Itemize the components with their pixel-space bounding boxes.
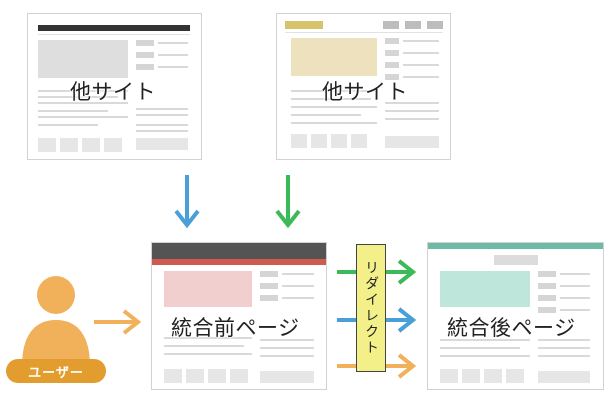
- source-site-2: [276, 13, 451, 160]
- page-hero-image: [164, 271, 252, 307]
- blue-down-arrow-icon: [174, 175, 200, 229]
- page-header-teal: [428, 243, 603, 249]
- site-hero-image: [291, 38, 377, 76]
- source-site-2-label: 他サイト: [322, 80, 408, 104]
- merge-after-page-label: 統合後ページ: [447, 316, 576, 340]
- merge-before-page-label: 統合前ページ: [171, 316, 300, 340]
- page-header-dark: [152, 243, 326, 259]
- source-site-1: [27, 13, 202, 160]
- user-icon: [22, 276, 90, 366]
- site-hero-image: [38, 40, 128, 78]
- page-hero-image: [440, 271, 530, 307]
- merge-after-page: [427, 242, 604, 390]
- merge-before-page: [151, 242, 327, 390]
- source-site-1-label: 他サイト: [70, 80, 156, 104]
- orange-right-arrow-icon: [94, 309, 142, 335]
- page-header-red: [152, 259, 326, 265]
- green-down-arrow-icon: [275, 175, 301, 229]
- site-header-bar: [38, 25, 190, 31]
- site-header-bar: [285, 21, 323, 29]
- user-badge: ユーザー: [6, 359, 106, 383]
- redirect-box: リダイレクト: [356, 244, 386, 372]
- redirect-label: リダイレクト: [363, 260, 379, 356]
